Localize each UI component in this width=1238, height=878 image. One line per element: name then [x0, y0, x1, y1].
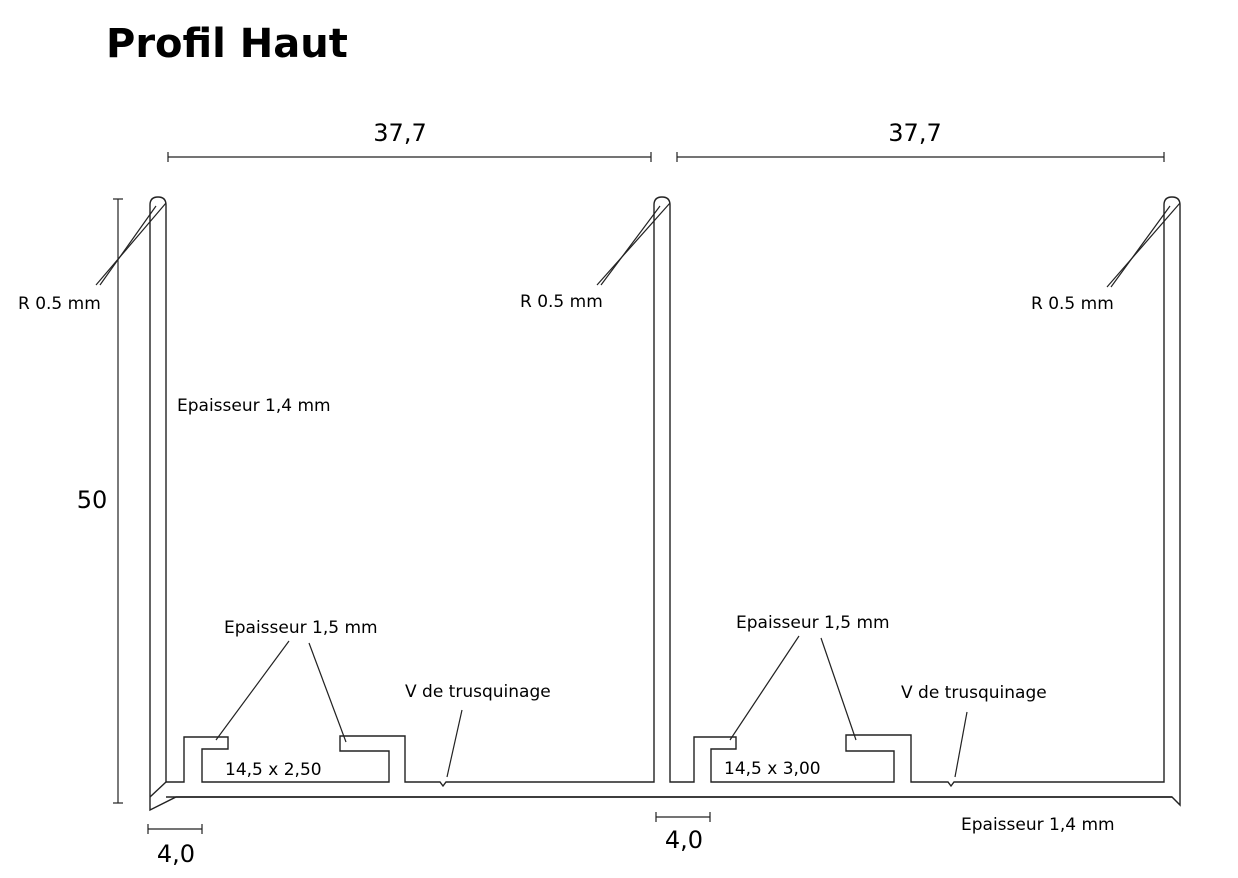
radius-leader-3: R 0.5 mm — [1031, 202, 1181, 314]
radius-label-1: R 0.5 mm — [18, 294, 101, 314]
groove-label-left: V de trusquinage — [405, 682, 551, 702]
height-label: 50 — [77, 486, 108, 514]
rib-thickness-left: Epaisseur 1,5 mm — [215, 618, 378, 743]
radius-leader-2: R 0.5 mm — [520, 202, 671, 312]
radius-label-3: R 0.5 mm — [1031, 294, 1114, 314]
radius-label-2: R 0.5 mm — [520, 292, 603, 312]
gap-label-right: 4,0 — [665, 826, 703, 854]
gap-dimension-right: 4,0 — [655, 812, 711, 854]
rib-thickness-right: Epaisseur 1,5 mm — [729, 613, 890, 741]
wall-thickness-label: Epaisseur 1,4 mm — [177, 396, 331, 416]
width-label-right: 37,7 — [888, 119, 941, 147]
rib-thickness-label-left: Epaisseur 1,5 mm — [224, 618, 378, 638]
width-label-left: 37,7 — [373, 119, 426, 147]
groove-left: V de trusquinage — [405, 682, 551, 778]
radius-leader-1: R 0.5 mm — [18, 202, 167, 314]
groove-label-right: V de trusquinage — [901, 683, 1047, 703]
width-dimension-right: 37,7 — [676, 119, 1165, 162]
slot-label-right: 14,5 x 3,00 — [724, 759, 821, 779]
groove-right: V de trusquinage — [901, 683, 1047, 778]
gap-dimension-left: 4,0 — [147, 824, 203, 868]
base-thickness-label: Epaisseur 1,4 mm — [961, 815, 1115, 835]
width-dimension-left: 37,7 — [167, 119, 652, 162]
slot-label-left: 14,5 x 2,50 — [225, 760, 322, 780]
page-title: Profil Haut — [106, 21, 348, 67]
profile-outline — [149, 196, 1181, 812]
height-dimension: 50 — [77, 198, 123, 804]
gap-label-left: 4,0 — [157, 840, 195, 868]
rib-thickness-label-right: Epaisseur 1,5 mm — [736, 613, 890, 633]
